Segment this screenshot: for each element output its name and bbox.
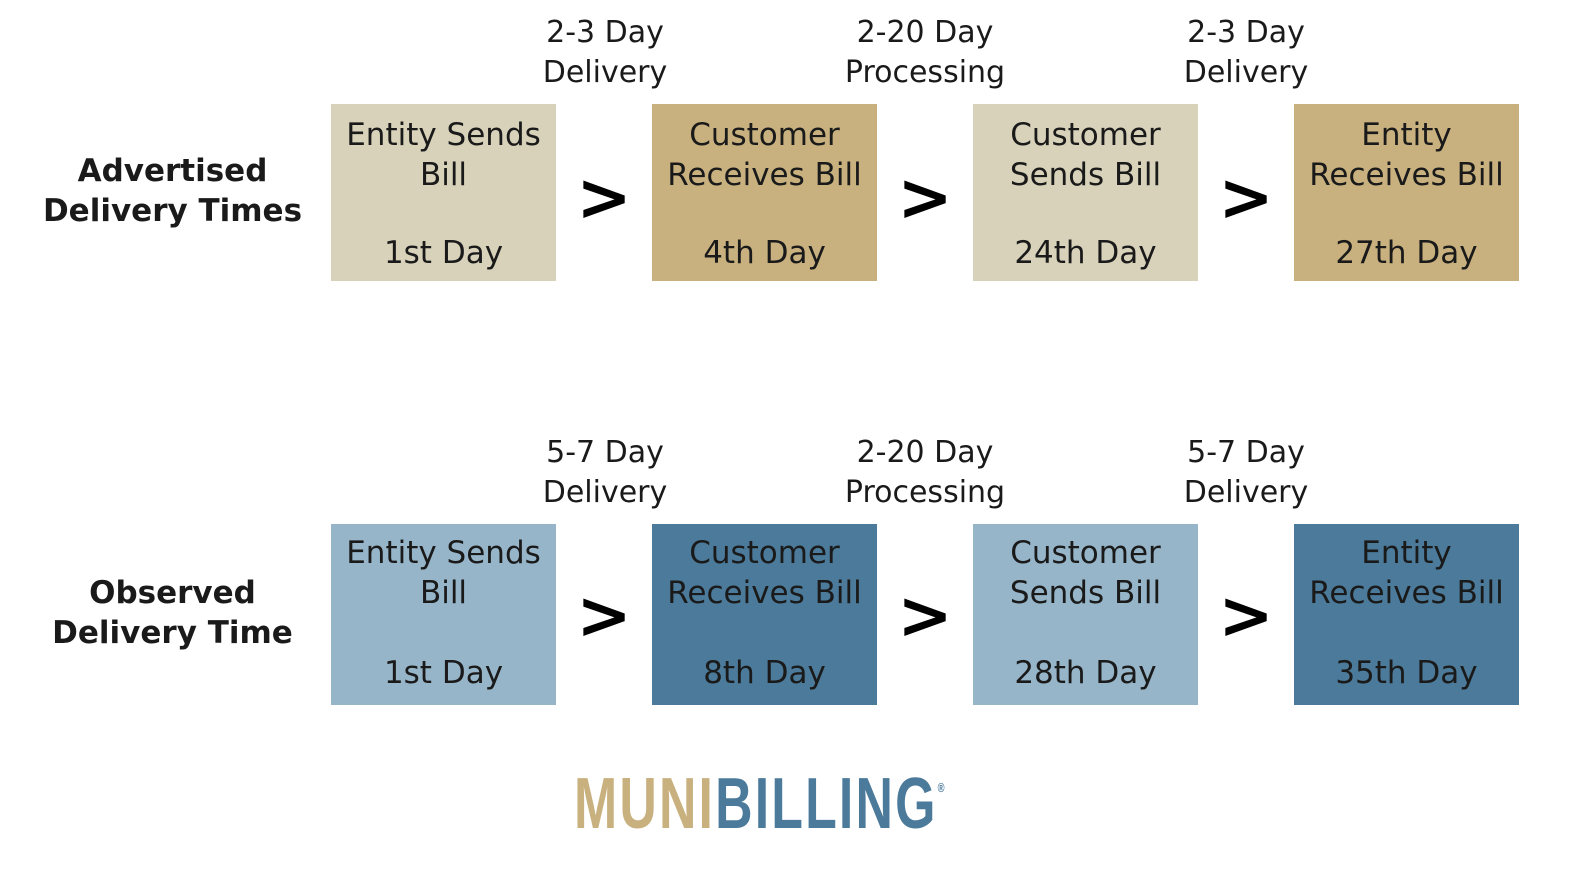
- step-label-observed-2: 2-20 Day Processing: [795, 433, 1055, 513]
- box-day: 35th Day: [1335, 655, 1478, 691]
- box-day: 1st Day: [383, 655, 504, 691]
- box-day: 24th Day: [1014, 235, 1157, 271]
- box-name-line: Sends Bill: [1009, 156, 1162, 193]
- arrow-icon: >: [897, 577, 953, 654]
- box-name-line: Entity: [1361, 117, 1452, 153]
- step-label-advertised-2: 2-20 Day Processing: [795, 13, 1055, 93]
- step-label-line: 2-3 Day: [546, 15, 664, 50]
- step-label-observed-1: 5-7 Day Delivery: [475, 433, 735, 513]
- step-label-line: Delivery: [542, 55, 668, 90]
- step-label-line: 2-3 Day: [1187, 15, 1305, 50]
- step-label-line: 2-20 Day: [856, 435, 994, 470]
- row-label-observed: Observed Delivery Time: [30, 573, 315, 653]
- box-customer-sends-bill-observed: Customer Sends Bill 28th Day: [973, 524, 1198, 705]
- box-name-line: Receives Bill: [667, 574, 862, 611]
- box-name-line: Customer: [689, 117, 840, 153]
- box-entity-sends-bill-observed: Entity Sends Bill 1st Day: [331, 524, 556, 705]
- box-day: 4th Day: [703, 235, 826, 271]
- arrow-icon: >: [1218, 159, 1274, 236]
- registered-mark-icon: ®: [937, 780, 945, 795]
- box-day: 8th Day: [703, 655, 826, 691]
- row-label-line: Delivery Time: [52, 615, 293, 651]
- box-entity-receives-bill-advertised: Entity Receives Bill 27th Day: [1294, 104, 1519, 281]
- box-name-line: Bill: [419, 156, 468, 193]
- box-name-line: Customer: [1010, 117, 1161, 153]
- box-name-line: Entity Sends: [346, 535, 541, 571]
- box-name-line: Receives Bill: [1309, 156, 1504, 193]
- arrow-icon: >: [576, 159, 632, 236]
- munibilling-logo: MUNI BILLING ®: [574, 764, 944, 844]
- box-day: 28th Day: [1014, 655, 1157, 691]
- box-customer-receives-bill-observed: Customer Receives Bill 8th Day: [652, 524, 877, 705]
- step-label-line: 5-7 Day: [546, 435, 664, 470]
- logo-billing: BILLING: [715, 764, 938, 844]
- logo-muni: MUNI: [574, 764, 716, 844]
- row-label-line: Delivery Times: [42, 193, 303, 229]
- box-name-line: Bill: [419, 574, 468, 611]
- box-name-line: Receives Bill: [1309, 574, 1504, 611]
- step-label-line: Delivery: [1183, 55, 1309, 90]
- box-name-line: Customer: [1010, 535, 1161, 571]
- row-label-advertised: Advertised Delivery Times: [30, 151, 315, 231]
- box-day: 27th Day: [1335, 235, 1478, 271]
- box-name-line: Entity: [1361, 535, 1452, 571]
- arrow-icon: >: [897, 159, 953, 236]
- step-label-line: Delivery: [1183, 475, 1309, 510]
- step-label-line: Processing: [844, 475, 1006, 510]
- box-name-line: Receives Bill: [667, 156, 862, 193]
- box-customer-receives-bill-advertised: Customer Receives Bill 4th Day: [652, 104, 877, 281]
- box-name-line: Sends Bill: [1009, 574, 1162, 611]
- arrow-icon: >: [1218, 577, 1274, 654]
- row-label-line: Observed: [89, 575, 256, 611]
- step-label-line: 5-7 Day: [1187, 435, 1305, 470]
- step-label-observed-3: 5-7 Day Delivery: [1116, 433, 1376, 513]
- step-label-advertised-1: 2-3 Day Delivery: [475, 13, 735, 93]
- row-label-line: Advertised: [77, 153, 268, 189]
- box-day: 1st Day: [383, 235, 504, 271]
- box-name-line: Entity Sends: [346, 117, 541, 153]
- step-label-line: Delivery: [542, 475, 668, 510]
- step-label-line: Processing: [844, 55, 1006, 90]
- arrow-icon: >: [576, 577, 632, 654]
- step-label-advertised-3: 2-3 Day Delivery: [1116, 13, 1376, 93]
- step-label-line: 2-20 Day: [856, 15, 994, 50]
- box-entity-sends-bill-advertised: Entity Sends Bill 1st Day: [331, 104, 556, 281]
- box-name-line: Customer: [689, 535, 840, 571]
- box-customer-sends-bill-advertised: Customer Sends Bill 24th Day: [973, 104, 1198, 281]
- box-entity-receives-bill-observed: Entity Receives Bill 35th Day: [1294, 524, 1519, 705]
